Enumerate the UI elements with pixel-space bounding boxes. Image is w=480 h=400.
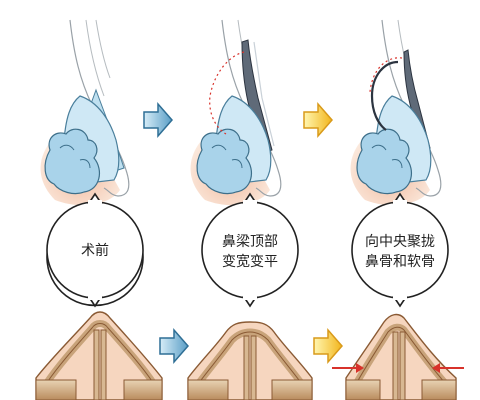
nose-profile-narrowed [350,19,442,206]
step-label-2-line-2: 变宽变平 [222,253,278,270]
cross-section-before [35,311,163,400]
cross-section-widened [187,321,313,400]
step-label-3-line-1: 向中央聚拢 [365,234,435,250]
cross-section-narrowed [332,313,464,400]
squeeze-arrow-right-icon [432,363,464,373]
widened-outline-dotted [209,51,245,135]
step-label-2-line-1: 鼻梁顶部 [222,233,278,250]
step-label-1: 术前 [81,242,109,259]
step-bubble-1: 术前 [46,192,144,308]
nose-profile-before [40,19,130,206]
step-bubble-2: 鼻梁顶部 变宽变平 [201,192,299,308]
step-bubble-3: 向中央聚拢 鼻骨和软骨 [351,192,449,308]
step-arrow-2 [303,102,333,138]
step-arrow-4 [313,328,343,364]
narrowed-outline-solid [370,60,399,131]
step-arrow-1 [143,102,173,138]
nose-profile-widened [190,19,282,206]
step-arrow-3 [159,328,189,364]
step-label-3-line-2: 鼻骨和软骨 [365,253,435,270]
squeeze-arrow-left-icon [332,363,364,373]
